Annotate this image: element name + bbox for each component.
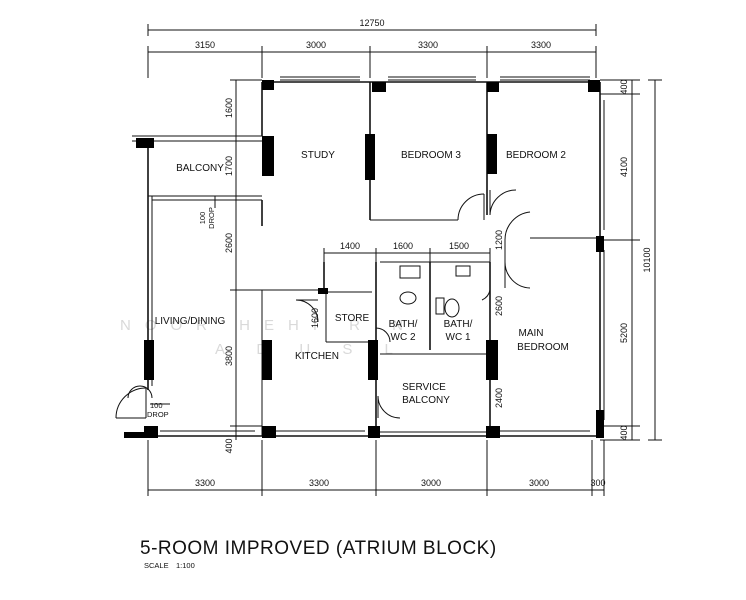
dim-top-2: 3000 (306, 40, 326, 50)
entry-drop-number: 100 (150, 401, 163, 410)
dim-core-3: 1500 (449, 241, 469, 251)
dim-2400: 2400 (494, 388, 504, 408)
label-bath-2-line-1: BATH/ (389, 319, 418, 330)
label-store: STORE (335, 313, 370, 324)
label-main-bedroom-line-1: MAIN (519, 328, 544, 339)
label-living-dining: LIVING/DINING (155, 316, 226, 327)
label-bath-1-line-2: WC 1 (446, 332, 471, 343)
plan-title: 5-ROOM IMPROVED (ATRIUM BLOCK) (140, 538, 497, 559)
room-labels: BALCONY STUDY BEDROOM 3 BEDROOM 2 LIVING… (147, 150, 569, 419)
dim-store-1600: 1600 (310, 308, 320, 328)
walls (132, 76, 605, 437)
balcony-drop-number: 100 (198, 212, 207, 225)
dim-bottom-1: 3300 (195, 478, 215, 488)
scale-value: 1:100 (176, 561, 195, 570)
structural-columns (124, 80, 604, 438)
dim-bottom-2: 3300 (309, 478, 329, 488)
right-dimensions: 400 4100 5200 400 10100 (600, 79, 662, 441)
label-study: STUDY (301, 150, 335, 161)
dim-left-1: 1600 (224, 98, 234, 118)
dim-right-overall: 10100 (642, 247, 652, 272)
balcony-drop-word: DROP (207, 207, 216, 229)
dim-bottom-5: 300 (590, 478, 605, 488)
top-dimensions: 12750 3150 3000 3300 3300 (147, 18, 597, 78)
doors-and-fixtures (115, 189, 531, 419)
watermark-line-2: A D U S L (215, 341, 407, 358)
label-bath-2-line-2: WC 2 (391, 332, 416, 343)
scale-label: SCALE (144, 561, 169, 570)
dim-2600: 2600 (494, 296, 504, 316)
dim-right-2: 4100 (619, 157, 629, 177)
label-balcony: BALCONY (176, 163, 224, 174)
dim-1200: 1200 (494, 230, 504, 250)
dim-bottom-4: 3000 (529, 478, 549, 488)
entry-drop-word: DROP (147, 410, 169, 419)
label-service-balcony-line-2: BALCONY (402, 395, 450, 406)
label-bedroom-2: BEDROOM 2 (506, 150, 566, 161)
bottom-dimensions: 3300 3300 3000 3000 300 (147, 440, 606, 496)
dim-left-4: 3800 (224, 346, 234, 366)
label-main-bedroom-line-2: BEDROOM (517, 342, 569, 353)
dim-overall-width: 12750 (359, 18, 384, 28)
dim-top-4: 3300 (531, 40, 551, 50)
dim-left-3: 2600 (224, 233, 234, 253)
dim-top-1: 3150 (195, 40, 215, 50)
dim-right-4: 400 (619, 425, 629, 440)
dim-left-2: 1700 (224, 156, 234, 176)
dim-left-5: 400 (224, 438, 234, 453)
label-kitchen: KITCHEN (295, 351, 339, 362)
dim-core-1: 1400 (340, 241, 360, 251)
label-service-balcony-line-1: SERVICE (402, 382, 446, 393)
label-bath-1-line-1: BATH/ (444, 319, 473, 330)
dim-right-1: 400 (619, 79, 629, 94)
label-bedroom-3: BEDROOM 3 (401, 150, 461, 161)
dim-bottom-3: 3000 (421, 478, 441, 488)
dim-core-2: 1600 (393, 241, 413, 251)
dim-top-3: 3300 (418, 40, 438, 50)
dim-right-3: 5200 (619, 323, 629, 343)
